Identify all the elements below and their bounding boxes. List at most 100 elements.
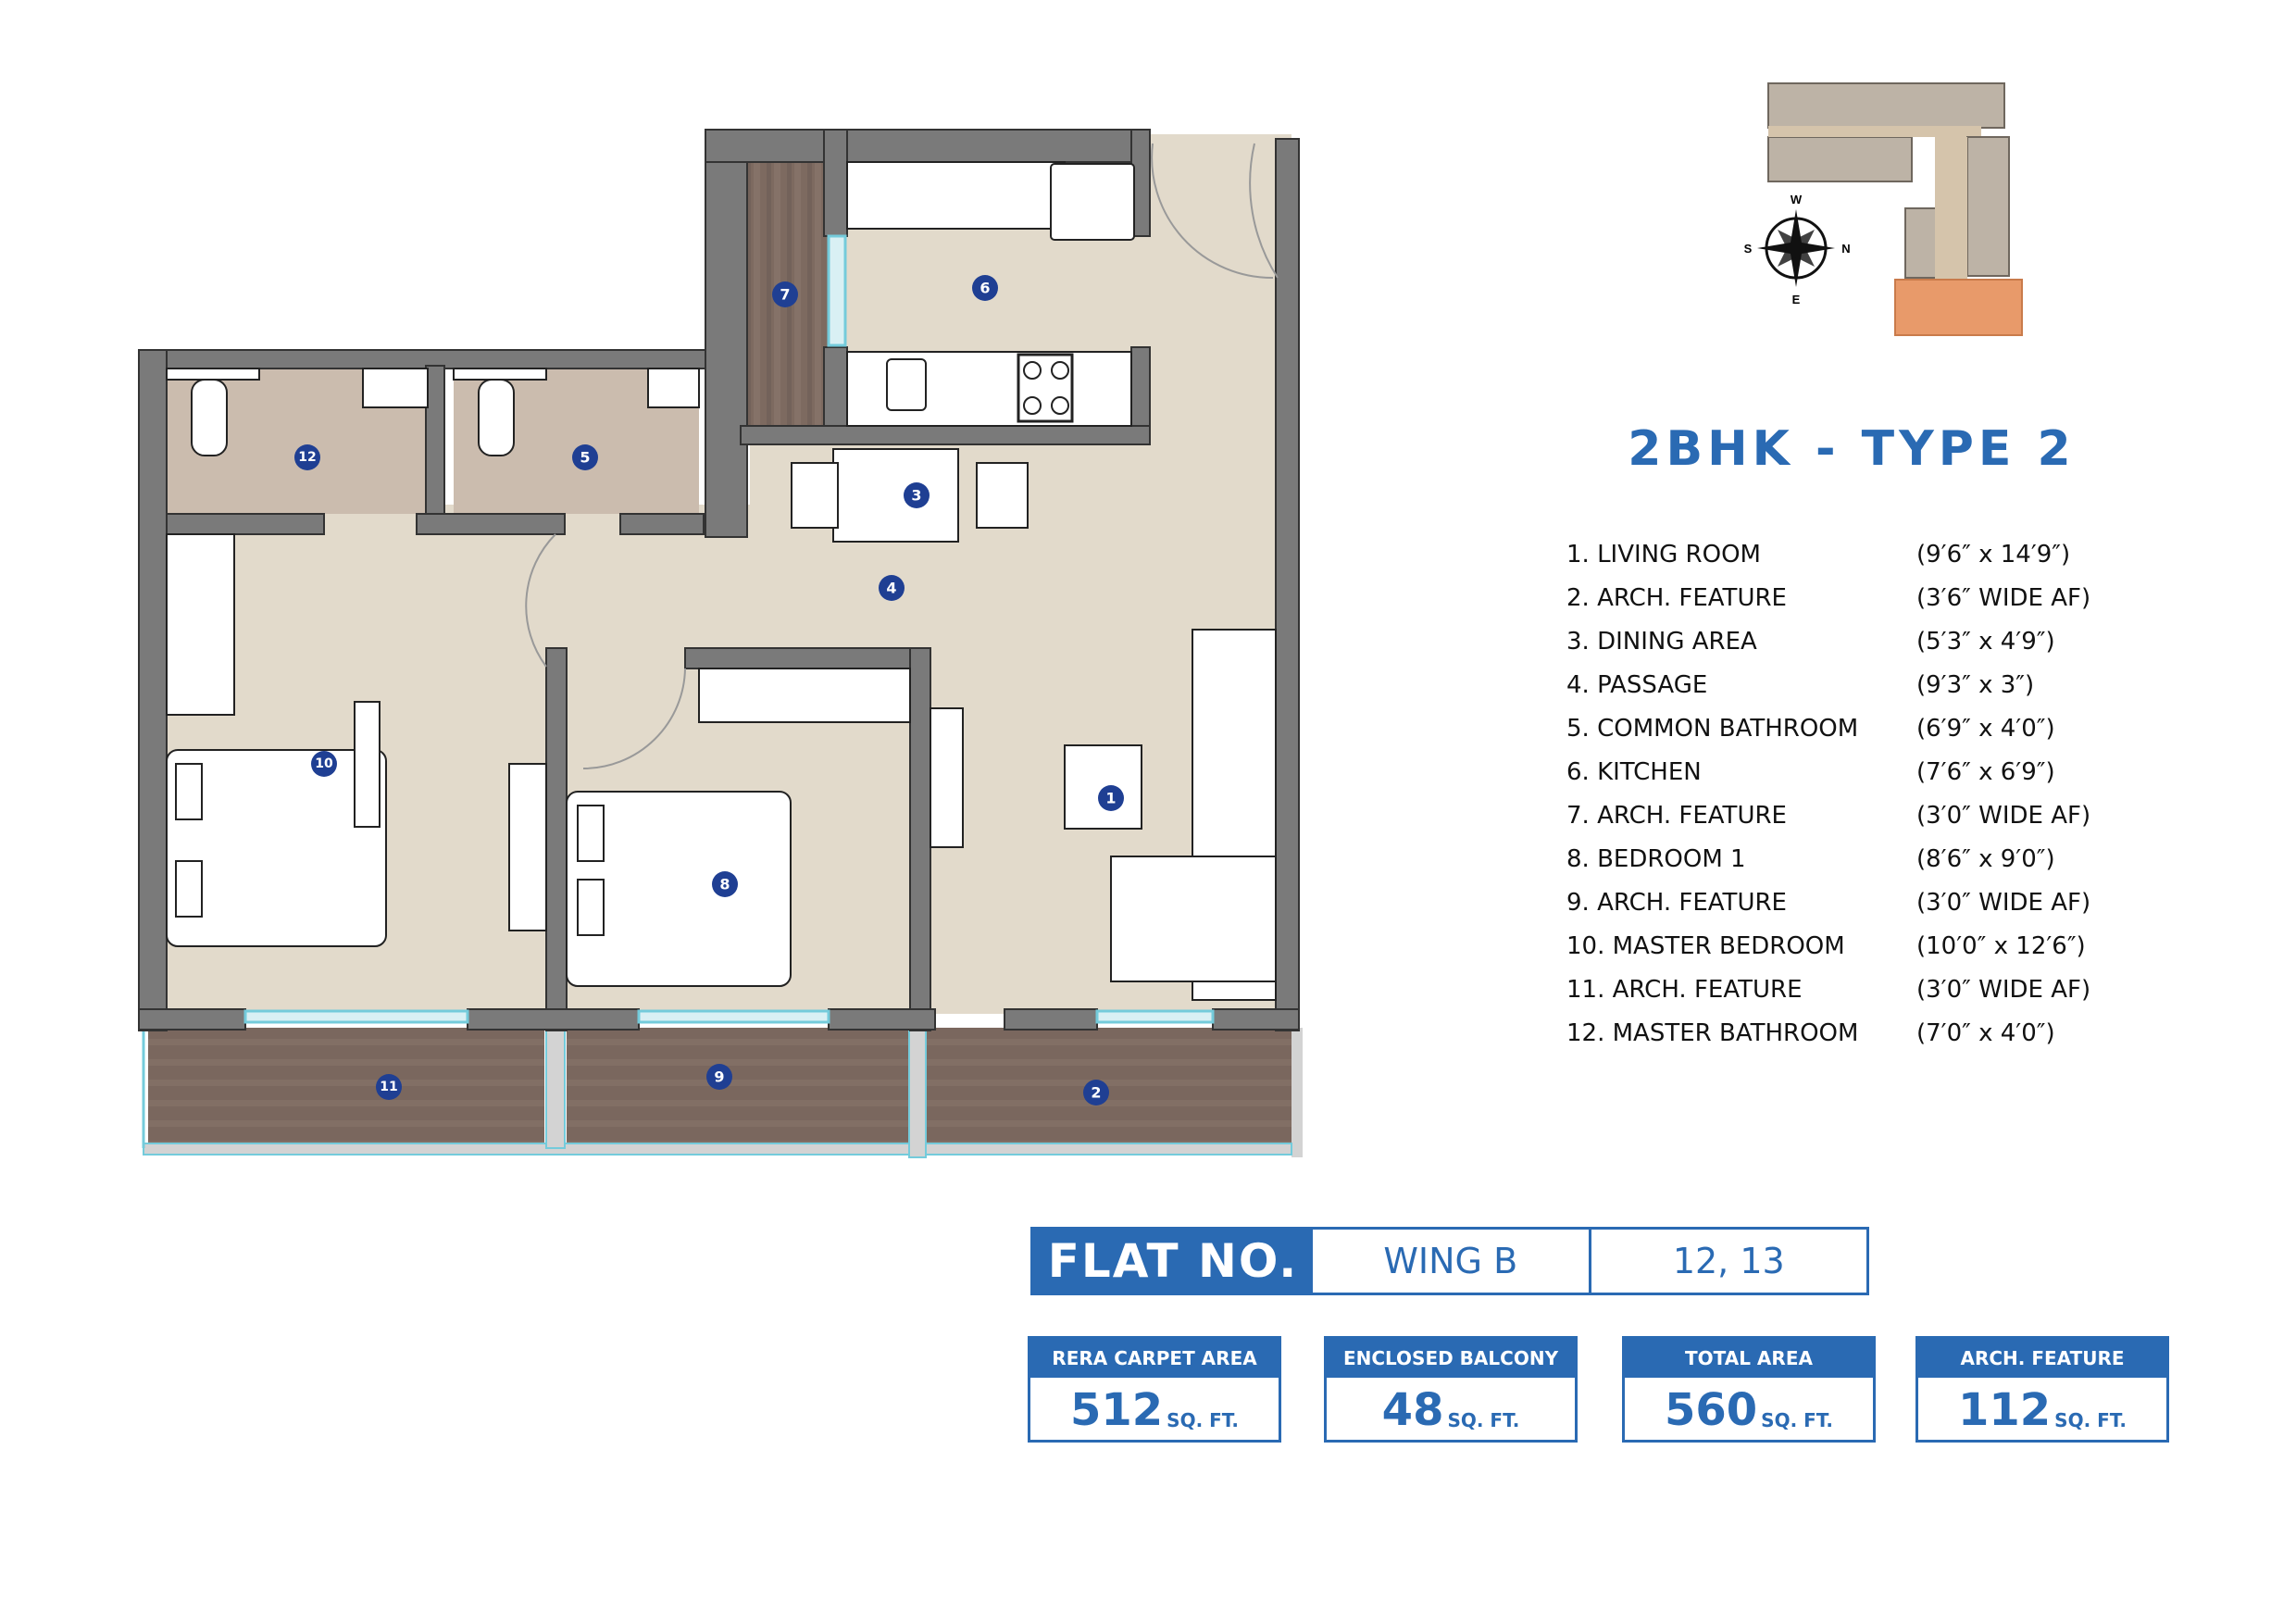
- svg-text:2: 2: [1091, 1084, 1101, 1102]
- flat-number-table: FLAT NO. WING B 12, 13: [1030, 1227, 1869, 1295]
- legend-item: 7. ARCH. FEATURE (3′0″ WIDE AF): [1566, 793, 2140, 837]
- room-name: 9. ARCH. FEATURE: [1566, 888, 1787, 917]
- room-dimension: (3′0″ WIDE AF): [1916, 888, 2091, 917]
- room-badge-9: 9: [706, 1064, 732, 1090]
- floor-plan: 1 2 3 4 5 6 7 8 9 10 11 12: [138, 129, 1303, 1158]
- room-dimension: (3′6″ WIDE AF): [1916, 583, 2091, 612]
- room-dimension: (3′0″ WIDE AF): [1916, 801, 2091, 830]
- room-name: 12. MASTER BATHROOM: [1566, 1018, 1859, 1047]
- svg-text:8: 8: [719, 876, 730, 893]
- room-badge-7: 7: [772, 281, 798, 307]
- area-label: ENCLOSED BALCONY: [1327, 1339, 1575, 1378]
- legend-item: 12. MASTER BATHROOM (7′0″ x 4′0″): [1566, 1011, 2140, 1055]
- svg-text:12: 12: [298, 450, 316, 465]
- area-value: 560: [1664, 1384, 1758, 1436]
- highlighted-flats: [1894, 279, 2023, 336]
- area-label: ARCH. FEATURE: [1918, 1339, 2166, 1378]
- area-unit: SQ. FT.: [1447, 1409, 1520, 1431]
- svg-text:5: 5: [580, 449, 590, 467]
- arch-feature-2: [926, 1028, 1292, 1143]
- room-badge-2: 2: [1083, 1080, 1109, 1106]
- legend-item: 2. ARCH. FEATURE (3′6″ WIDE AF): [1566, 576, 2140, 619]
- svg-text:1: 1: [1105, 790, 1116, 807]
- room-badge-1: 1: [1098, 785, 1124, 811]
- svg-text:9: 9: [714, 1068, 724, 1086]
- room-dimension: (3′0″ WIDE AF): [1916, 975, 2091, 1004]
- area-value: 112: [1957, 1384, 2052, 1436]
- living-furniture: [508, 629, 1277, 1001]
- room-badge-11: 11: [376, 1074, 402, 1100]
- arch-feature-11: [148, 1028, 544, 1143]
- legend-item: 6. KITCHEN (7′6″ x 6′9″): [1566, 750, 2140, 793]
- bathroom-fixtures: [166, 368, 700, 456]
- room-dimension: (7′6″ x 6′9″): [1916, 757, 2055, 786]
- legend-item: 9. ARCH. FEATURE (3′0″ WIDE AF): [1566, 881, 2140, 924]
- room-legend: 1. LIVING ROOM(9′6″ x 14′9″) 2. ARCH. FE…: [1566, 532, 2140, 1055]
- wing-value: WING B: [1383, 1241, 1518, 1281]
- room-dimension: (10′0″ x 12′6″): [1916, 931, 2086, 960]
- room-name: 2. ARCH. FEATURE: [1566, 583, 1787, 612]
- room-name: 4. PASSAGE: [1566, 670, 1708, 699]
- room-name: 10. MASTER BEDROOM: [1566, 931, 1845, 960]
- svg-text:S: S: [1744, 242, 1753, 256]
- room-dimension: (7′0″ x 4′0″): [1916, 1018, 2055, 1047]
- room-name: 3. DINING AREA: [1566, 627, 1757, 656]
- room-name: 1. LIVING ROOM: [1566, 540, 1761, 568]
- room-badge-6: 6: [972, 275, 998, 301]
- flat-number-label: FLAT NO.: [1033, 1230, 1313, 1293]
- svg-text:10: 10: [315, 756, 333, 771]
- room-dimension: (9′3″ x 3″): [1916, 670, 2035, 699]
- svg-text:3: 3: [911, 487, 921, 505]
- room-name: 11. ARCH. FEATURE: [1566, 975, 1803, 1004]
- room-name: 8. BEDROOM 1: [1566, 844, 1746, 873]
- room-badge-8: 8: [712, 871, 738, 897]
- svg-text:N: N: [1841, 242, 1850, 256]
- flat-numbers-value: 12, 13: [1588, 1230, 1867, 1293]
- area-unit: SQ. FT.: [2054, 1409, 2128, 1431]
- arch-feature-9: [567, 1028, 909, 1143]
- svg-text:11: 11: [380, 1080, 397, 1094]
- kitchen-counters: [846, 161, 1135, 427]
- room-badges: 1 2 3 4 5 6 7 8 9 10 11 12: [294, 275, 1124, 1106]
- room-badge-5: 5: [572, 444, 598, 470]
- area-unit: SQ. FT.: [1761, 1409, 1834, 1431]
- area-unit: SQ. FT.: [1167, 1409, 1240, 1431]
- room-dimension: (8′6″ x 9′0″): [1916, 844, 2055, 873]
- legend-item: 8. BEDROOM 1 (8′6″ x 9′0″): [1566, 837, 2140, 881]
- area-label: RERA CARPET AREA: [1030, 1339, 1279, 1378]
- room-badge-10: 10: [311, 751, 337, 777]
- room-name: 5. COMMON BATHROOM: [1566, 714, 1859, 743]
- unit-title: 2BHK - TYPE 2: [1628, 421, 2076, 477]
- legend-item: 3. DINING AREA (5′3″ x 4′9″): [1566, 619, 2140, 663]
- building-outline: [1767, 82, 2023, 336]
- legend-item: 10. MASTER BEDROOM (10′0″ x 12′6″): [1566, 924, 2140, 968]
- svg-text:W: W: [1791, 193, 1803, 206]
- dining-table: [791, 448, 1029, 543]
- area-value: 512: [1069, 1384, 1164, 1436]
- svg-text:6: 6: [980, 280, 990, 297]
- legend-item: 5. COMMON BATHROOM (6′9″ x 4′0″): [1566, 706, 2140, 750]
- room-name: 6. KITCHEN: [1566, 757, 1702, 786]
- area-value: 48: [1381, 1384, 1444, 1436]
- doors: [525, 143, 1279, 769]
- legend-item: 1. LIVING ROOM(9′6″ x 14′9″): [1566, 532, 2140, 576]
- room-badge-3: 3: [904, 482, 930, 508]
- room-dimension: (6′9″ x 4′0″): [1916, 714, 2055, 743]
- room-dimension: (5′3″ x 4′9″): [1916, 627, 2055, 656]
- bedroom-furniture: [166, 533, 964, 987]
- key-plan: W E S N: [1744, 82, 2023, 336]
- svg-text:4: 4: [886, 580, 896, 597]
- svg-text:7: 7: [780, 286, 790, 304]
- walls: [138, 129, 1300, 1031]
- room-name: 7. ARCH. FEATURE: [1566, 801, 1787, 830]
- legend-item: 4. PASSAGE (9′3″ x 3″): [1566, 663, 2140, 706]
- legend-item: 11. ARCH. FEATURE (3′0″ WIDE AF): [1566, 968, 2140, 1011]
- compass-icon: W E S N: [1744, 193, 1851, 306]
- windows: [243, 234, 1215, 1024]
- area-label: TOTAL AREA: [1625, 1339, 1873, 1378]
